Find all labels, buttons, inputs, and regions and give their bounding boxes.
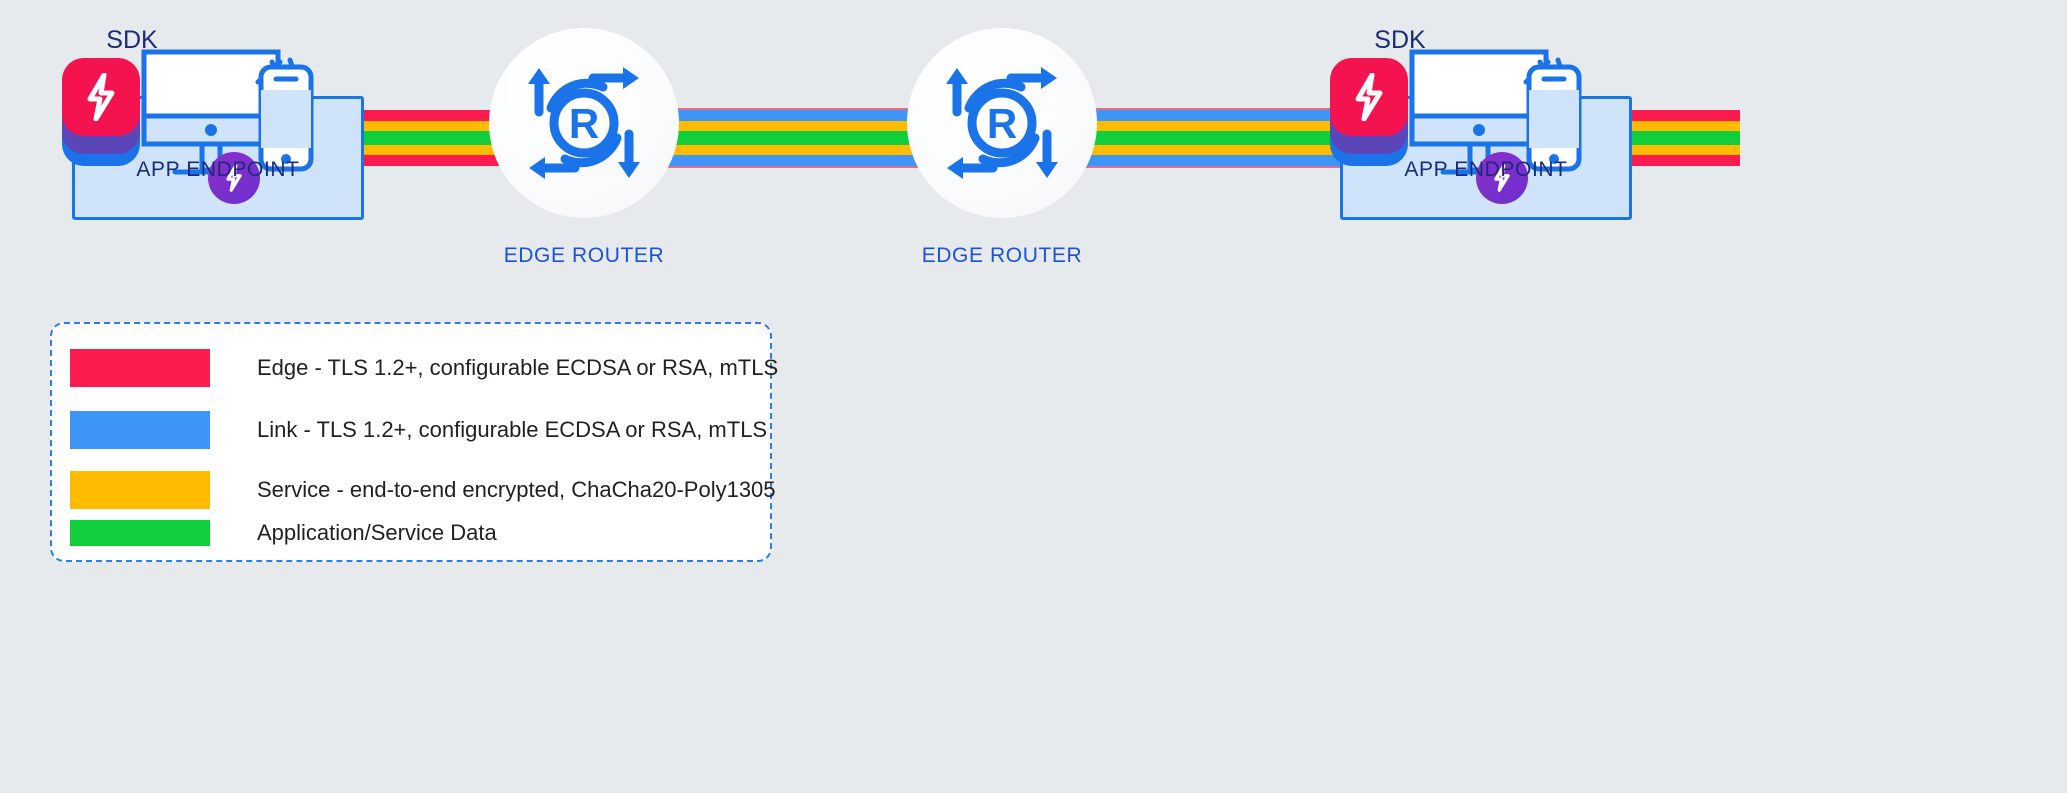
band-service [255, 121, 600, 131]
bolt-icon [1494, 164, 1510, 192]
legend-panel: Edge - TLS 1.2+, configurable ECDSA or R… [50, 322, 778, 562]
bolt-icon [87, 73, 115, 121]
legend-label-edge: Edge - TLS 1.2+, configurable ECDSA or R… [257, 355, 779, 380]
legend-item-service: Service - end-to-end encrypted, ChaCha20… [70, 471, 776, 509]
legend-label-service: Service - end-to-end encrypted, ChaCha20… [257, 477, 776, 502]
legend-label-data: Application/Service Data [257, 520, 497, 545]
legend-swatch-service [70, 471, 210, 509]
mobile-icon [258, 64, 314, 172]
legend-swatch-data [70, 520, 210, 546]
router-icon: R [528, 67, 640, 179]
node-edge-router-right[interactable]: R EDGE ROUTER [907, 28, 1097, 267]
node-app-endpoint-left[interactable]: SDK [50, 0, 390, 280]
router-label-left: EDGE ROUTER [503, 244, 665, 267]
mobile-icon [1526, 64, 1582, 172]
node-edge-router-left[interactable]: R EDGE ROUTER [489, 28, 679, 267]
legend-swatch-edge [70, 349, 210, 387]
ziti-badge-icon-right [1476, 152, 1528, 204]
legend-item-link: Link - TLS 1.2+, configurable ECDSA or R… [70, 411, 767, 449]
router-label-right: EDGE ROUTER [921, 244, 1083, 267]
sdk-label-right: SDK [1374, 26, 1426, 54]
sdk-stack-icon [1318, 54, 1428, 166]
router-disc [907, 28, 1097, 218]
endpoint-label-left: APP ENDPOINT [136, 158, 300, 181]
router-icon: R [946, 67, 1058, 179]
sdk-stack-icon [50, 54, 160, 166]
bolt-icon [1355, 73, 1383, 121]
legend-swatch-link [70, 411, 210, 449]
sdk-label-left: SDK [106, 26, 158, 54]
band-edge [255, 155, 600, 166]
band-edge [255, 110, 600, 121]
bolt-icon [226, 164, 242, 192]
legend-item-edge: Edge - TLS 1.2+, configurable ECDSA or R… [70, 349, 778, 387]
legend-item-data: Application/Service Data [70, 520, 497, 546]
svg-text:R: R [569, 100, 599, 147]
router-disc [489, 28, 679, 218]
node-app-endpoint-right[interactable]: SDK [1318, 0, 1658, 280]
svg-text:R: R [987, 100, 1017, 147]
endpoint-label-right: APP ENDPOINT [1404, 158, 1568, 181]
band-service [255, 145, 600, 155]
legend-label-link: Link - TLS 1.2+, configurable ECDSA or R… [257, 417, 768, 442]
ziti-badge-icon-left [208, 152, 260, 204]
